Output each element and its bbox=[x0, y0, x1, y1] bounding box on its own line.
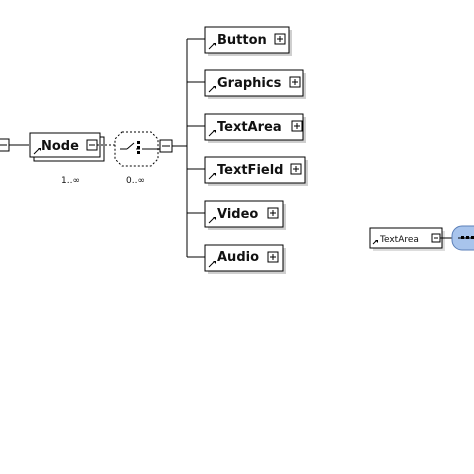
sequence-compositor[interactable] bbox=[451, 225, 474, 251]
reference-arrow-icon bbox=[208, 173, 216, 180]
reference-arrow-icon bbox=[208, 43, 216, 50]
reference-arrow-icon bbox=[372, 240, 378, 245]
child-label: TextArea bbox=[217, 120, 282, 135]
child-audio[interactable]: Audio bbox=[204, 244, 286, 274]
node-label: Node bbox=[41, 139, 79, 154]
choice-icon bbox=[120, 141, 150, 154]
child-textfield[interactable]: TextField bbox=[204, 156, 308, 186]
reference-arrow-icon bbox=[208, 86, 216, 93]
tree-connectors bbox=[172, 38, 206, 258]
expand-icon[interactable] bbox=[267, 207, 279, 219]
child-textarea[interactable]: TextArea bbox=[204, 113, 306, 143]
child-video[interactable]: Video bbox=[204, 200, 286, 230]
child-label: Video bbox=[217, 207, 258, 222]
child-label: Audio bbox=[217, 250, 259, 265]
expand-icon[interactable] bbox=[291, 120, 303, 132]
choice-cardinality: 0..∞ bbox=[126, 176, 145, 186]
side-textarea-label: TextArea bbox=[379, 235, 419, 245]
child-button[interactable]: Button bbox=[204, 26, 292, 56]
expand-icon[interactable] bbox=[274, 33, 286, 45]
expand-icon[interactable] bbox=[267, 251, 279, 263]
child-label: Graphics bbox=[217, 76, 282, 91]
child-label: TextField bbox=[217, 163, 283, 178]
child-graphics[interactable]: Graphics bbox=[204, 69, 306, 99]
left-connector bbox=[0, 138, 29, 152]
sequence-icon bbox=[458, 236, 474, 239]
expand-icon[interactable] bbox=[290, 163, 302, 175]
collapse-icon[interactable] bbox=[431, 233, 441, 243]
reference-arrow-icon bbox=[208, 217, 216, 224]
reference-arrow-icon bbox=[208, 130, 216, 137]
child-label: Button bbox=[217, 33, 267, 48]
node-cardinality: 1..∞ bbox=[61, 176, 80, 186]
choice-compositor[interactable] bbox=[114, 131, 159, 167]
reference-arrow-icon bbox=[33, 148, 41, 155]
side-textarea-element[interactable]: TextArea bbox=[369, 227, 445, 251]
node-element[interactable]: Node bbox=[29, 132, 105, 162]
collapse-icon[interactable] bbox=[86, 139, 98, 151]
expand-icon[interactable] bbox=[289, 76, 301, 88]
reference-arrow-icon bbox=[208, 261, 216, 268]
